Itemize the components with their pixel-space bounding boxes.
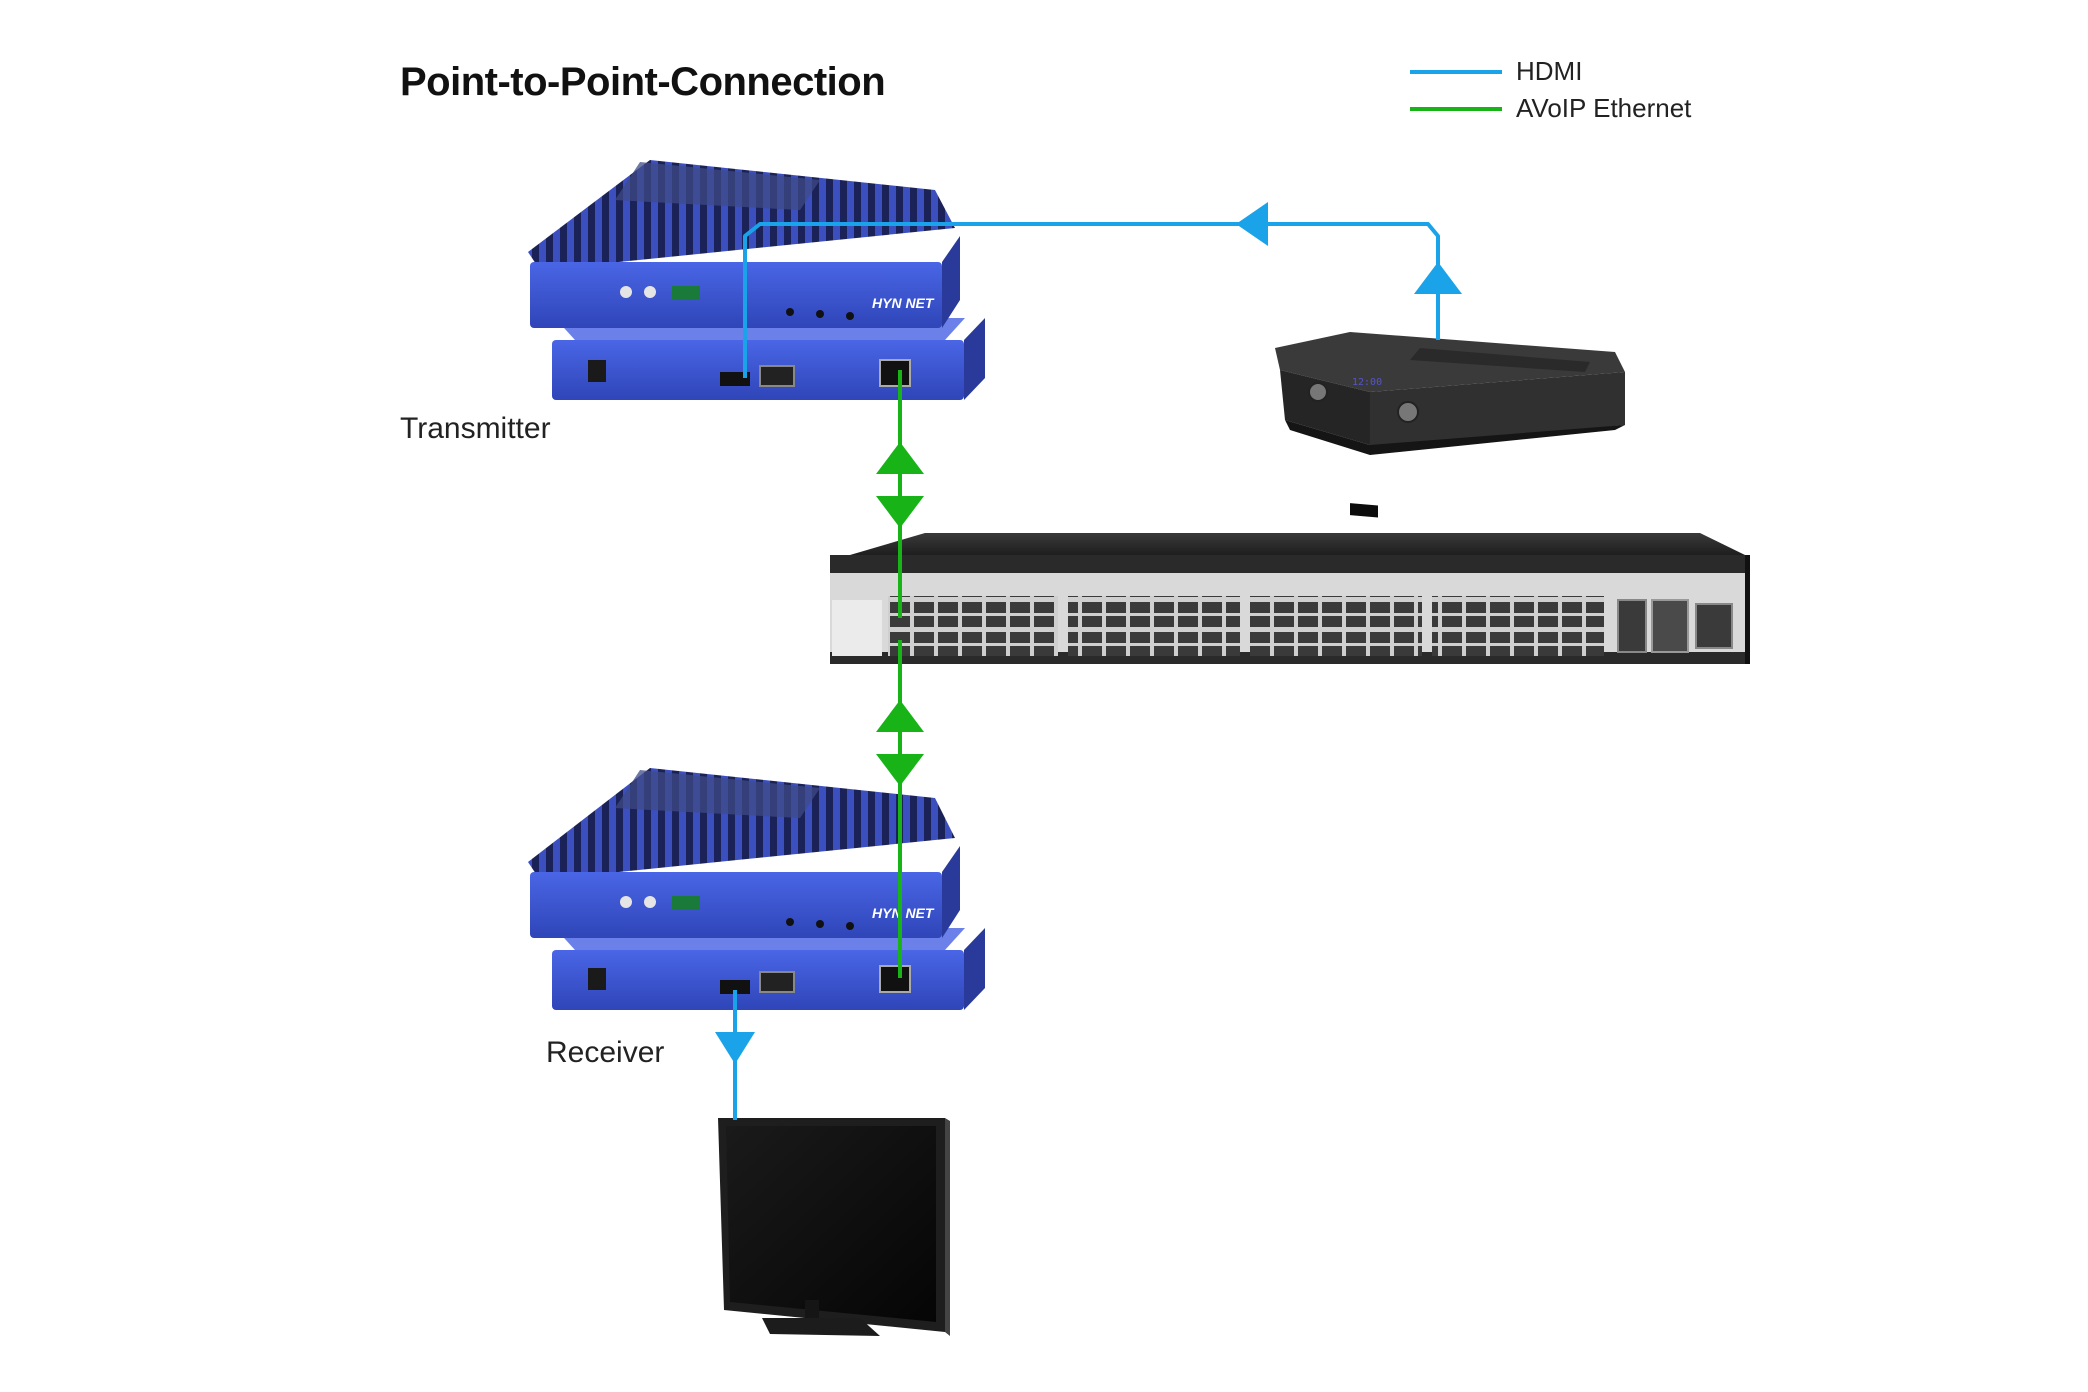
- transmitter-brand: HYN NET: [872, 295, 935, 311]
- ethernet-arrow-down-1: [876, 496, 924, 528]
- legend-hdmi-swatch: [1410, 69, 1502, 74]
- hdmi-arrow-up: [1414, 262, 1462, 294]
- legend-hdmi-label: HDMI: [1516, 56, 1583, 86]
- transmitter-device: HYN NET: [528, 160, 985, 400]
- ethernet-arrow-down-2: [876, 754, 924, 786]
- legend-ethernet-label: AVoIP Ethernet: [1516, 93, 1692, 123]
- diagram-title: Point-to-Point-Connection: [400, 60, 886, 104]
- receiver-device: HYN NET: [528, 768, 985, 1010]
- transmitter-label: Transmitter: [400, 412, 551, 445]
- hdmi-cable-source: [743, 222, 1440, 378]
- player-display: 12:00: [1352, 377, 1382, 388]
- legend-hdmi: HDMI: [1410, 56, 1582, 87]
- legend-ethernet-swatch: [1410, 106, 1502, 111]
- network-switch: [830, 533, 1750, 664]
- ethernet-arrow-up-2: [876, 700, 924, 732]
- ethernet-arrow-up-1: [876, 442, 924, 474]
- receiver-label: Receiver: [546, 1036, 665, 1069]
- legend-ethernet: AVoIP Ethernet: [1410, 93, 1691, 124]
- hdmi-arrow-left: [1236, 202, 1268, 246]
- receiver-brand: HYN NET: [872, 905, 935, 921]
- hdmi-arrow-down: [715, 1032, 755, 1064]
- tv-display: [718, 1118, 950, 1336]
- source-player: 12:00: [1275, 332, 1625, 518]
